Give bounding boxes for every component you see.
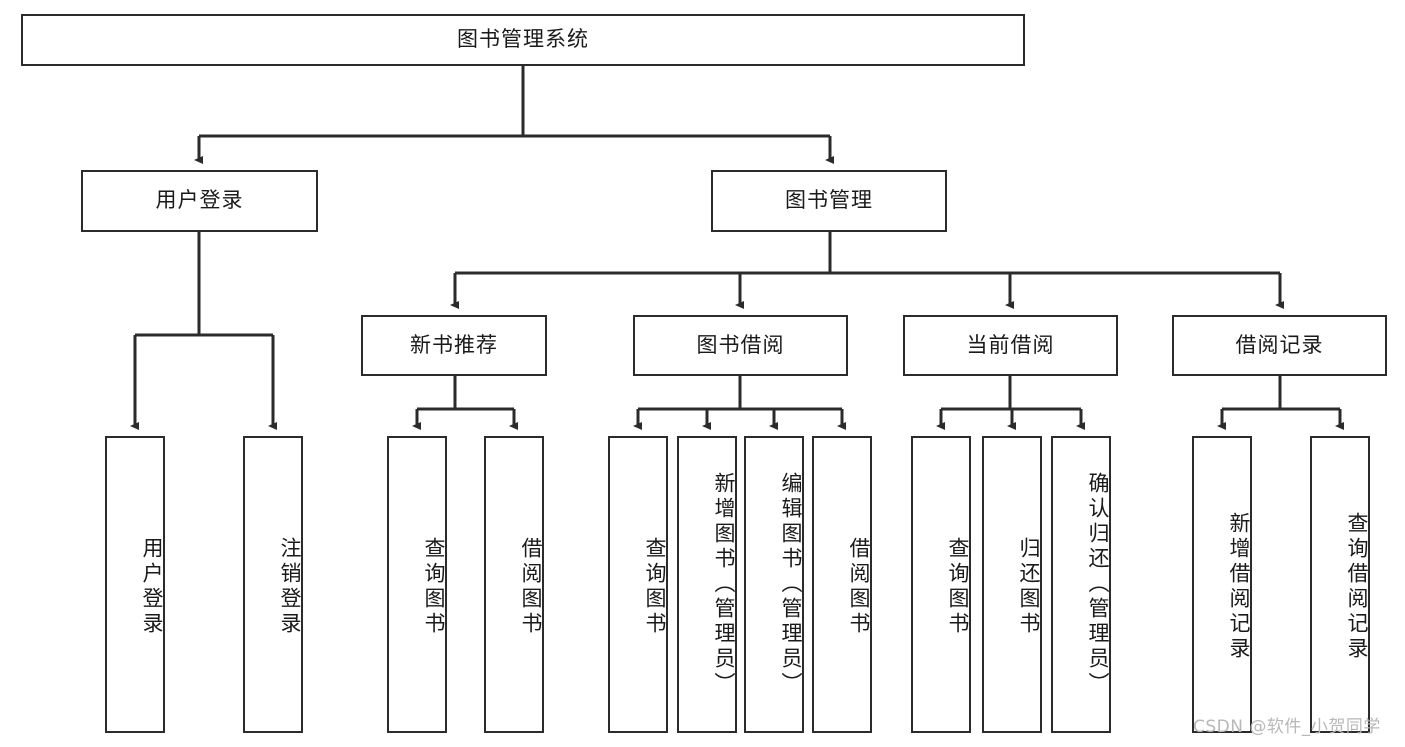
node-new-book-recommend-label: 新书推荐 <box>410 332 498 357</box>
node-root-label: 图书管理系统 <box>457 27 589 52</box>
node-leaf-query-book-2[interactable]: 查询图书 <box>608 436 668 733</box>
node-leaf-borrow-book-2-label: 借阅图书 <box>847 536 871 637</box>
node-book-borrow-label: 图书借阅 <box>696 332 785 357</box>
node-user-login[interactable]: 用户登录 <box>81 170 318 232</box>
node-book-manage[interactable]: 图书管理 <box>711 170 947 232</box>
node-leaf-query-borrow-record[interactable]: 查询借阅记录 <box>1310 436 1370 733</box>
node-root[interactable]: 图书管理系统 <box>21 14 1025 66</box>
node-current-borrow-label: 当前借阅 <box>966 332 1055 357</box>
node-user-login-label: 用户登录 <box>155 188 244 213</box>
node-leaf-query-book-1[interactable]: 查询图书 <box>387 436 447 733</box>
node-new-book-recommend[interactable]: 新书推荐 <box>361 315 547 376</box>
node-leaf-add-borrow-record[interactable]: 新增借阅记录 <box>1192 436 1252 733</box>
node-leaf-query-book-3[interactable]: 查询图书 <box>911 436 971 733</box>
node-book-manage-label: 图书管理 <box>785 188 873 213</box>
node-borrow-record[interactable]: 借阅记录 <box>1172 315 1387 376</box>
node-leaf-add-book-admin[interactable]: 新增图书（管理员） <box>677 436 737 733</box>
node-leaf-borrow-book-1[interactable]: 借阅图书 <box>484 436 544 733</box>
node-leaf-query-book-3-label: 查询图书 <box>946 536 970 637</box>
node-leaf-add-book-admin-label: 新增图书（管理员） <box>712 472 736 697</box>
node-leaf-query-book-2-label: 查询图书 <box>643 536 667 637</box>
node-leaf-borrow-book-1-label: 借阅图书 <box>519 536 543 637</box>
node-leaf-user-logout[interactable]: 注销登录 <box>243 436 303 733</box>
node-borrow-record-label: 借阅记录 <box>1235 332 1324 357</box>
node-leaf-edit-book-admin-label: 编辑图书（管理员） <box>779 472 803 697</box>
node-leaf-add-borrow-record-label: 新增借阅记录 <box>1227 511 1251 662</box>
node-leaf-query-borrow-record-label: 查询借阅记录 <box>1345 511 1369 662</box>
node-leaf-user-login-label: 用户登录 <box>140 536 164 637</box>
node-leaf-confirm-return-admin-label: 确认归还（管理员） <box>1086 472 1110 697</box>
node-leaf-return-book[interactable]: 归还图书 <box>982 436 1042 733</box>
watermark: CSDN @软件_小贺同学 <box>1193 717 1381 737</box>
node-leaf-user-logout-label: 注销登录 <box>278 536 302 637</box>
node-leaf-borrow-book-2[interactable]: 借阅图书 <box>812 436 872 733</box>
node-leaf-user-login[interactable]: 用户登录 <box>105 436 165 733</box>
node-book-borrow[interactable]: 图书借阅 <box>633 315 848 376</box>
node-leaf-edit-book-admin[interactable]: 编辑图书（管理员） <box>744 436 804 733</box>
node-leaf-return-book-label: 归还图书 <box>1017 536 1041 637</box>
node-leaf-query-book-1-label: 查询图书 <box>422 536 446 637</box>
node-leaf-confirm-return-admin[interactable]: 确认归还（管理员） <box>1051 436 1111 733</box>
node-current-borrow[interactable]: 当前借阅 <box>903 315 1118 376</box>
